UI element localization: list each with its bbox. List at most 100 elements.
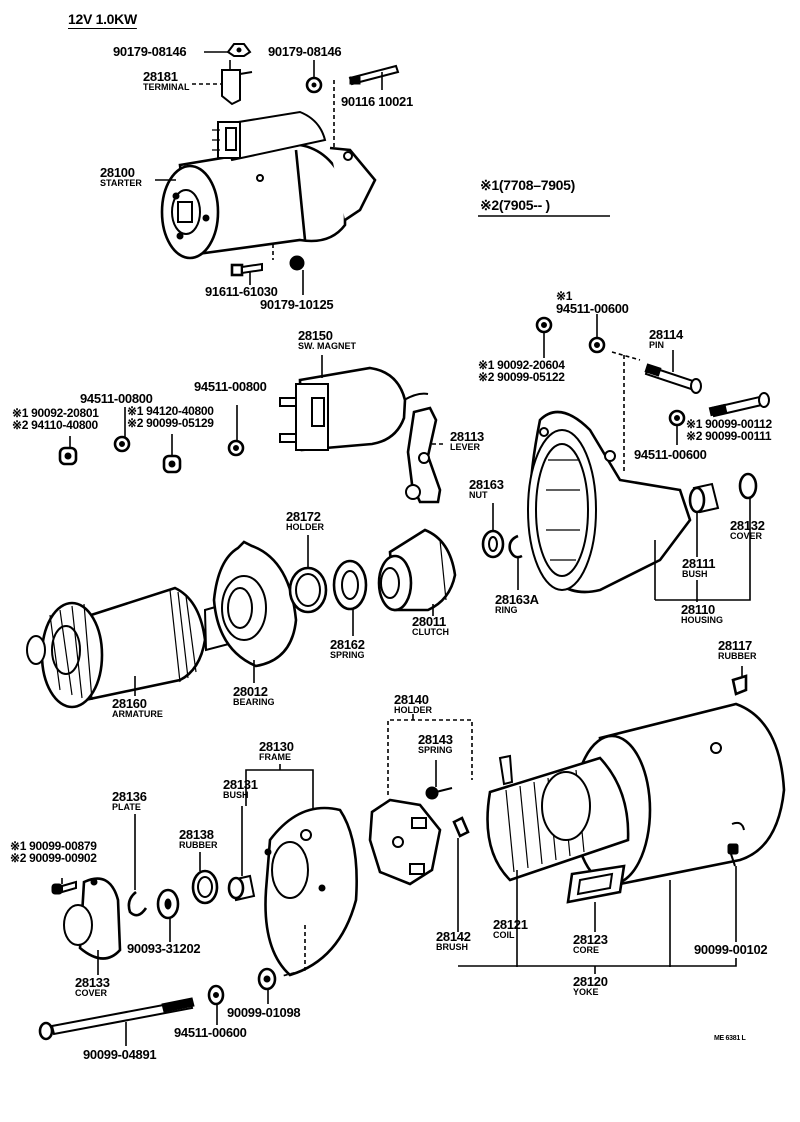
label-washer-top-1: ※1 94511-00600	[556, 290, 629, 315]
rubber-28117-name: RUBBER	[718, 651, 757, 661]
bush-28111-drawing	[688, 482, 720, 514]
bearing-drawing	[212, 540, 298, 668]
label-bush-28131: 28131 BUSH	[223, 778, 258, 800]
label-frame: 28130 FRAME	[259, 740, 294, 762]
label-cover-28132: 28132 COVER	[730, 519, 765, 541]
bush-28111-number: 28111	[682, 556, 716, 571]
coil-name: COIL	[493, 930, 515, 940]
washer-94511-bottom-drawing	[207, 984, 225, 1006]
label-bearing: 28012 BEARING	[233, 685, 275, 707]
legend-row-1: ※1(7708–7905)	[480, 178, 575, 192]
label-yoke: 28120 YOKE	[573, 975, 608, 997]
nut-mid-left-drawing	[162, 454, 182, 474]
spring-28162-drawing	[332, 559, 368, 611]
label-core: 28123 CORE	[573, 933, 608, 955]
label-bolt-bottom: 91611-61030	[205, 284, 278, 299]
coil-drawing	[486, 754, 630, 882]
armature-name: ARMATURE	[112, 709, 163, 719]
rubber-28138-drawing	[191, 869, 219, 905]
yoke-number: 28120	[573, 974, 608, 989]
holder-28172-drawing	[288, 566, 328, 614]
cover-28133-number: 28133	[75, 975, 110, 990]
holder-28172-name: HOLDER	[286, 522, 324, 532]
label-holder-28172: 28172 HOLDER	[286, 510, 324, 532]
nut-alt-b-line-1: ※1 90092-20801	[12, 406, 99, 420]
pin-drawing	[644, 363, 702, 394]
label-stud-bolt: 90116 10021	[341, 94, 413, 109]
cover-28132-drawing	[738, 472, 758, 500]
frame-drawing	[264, 806, 358, 977]
washer-90093-drawing	[156, 888, 180, 920]
nut-28163-drawing	[481, 529, 505, 559]
legend-row-2: ※2(7905-- )	[480, 198, 550, 212]
lever-name: LEVER	[450, 442, 481, 452]
washer-left-b-drawing	[227, 439, 245, 457]
washer-left-a-drawing	[113, 435, 131, 453]
label-washer-90099-bottom: 90099-01098	[227, 1005, 301, 1020]
holder-28140-name: HOLDER	[394, 705, 432, 715]
plate-number: 28136	[112, 789, 147, 804]
label-nut-alt-b: ※1 90092-20801 ※2 94110-40800	[12, 407, 99, 431]
label-lever: 28113 LEVER	[450, 430, 484, 452]
armature-drawing	[26, 586, 246, 709]
label-nut-alt-c: ※1 94120-40800 ※2 90099-05129	[127, 405, 214, 429]
rubber-28117-drawing	[731, 674, 748, 696]
washer-top-1-mark: ※1	[556, 289, 573, 303]
plate-name: PLATE	[112, 802, 141, 812]
spring-28143-name: SPRING	[418, 745, 453, 755]
legend-mark-2: ※2	[480, 197, 499, 213]
rubber-28138-number: 28138	[179, 827, 214, 842]
bush-28131-drawing	[227, 874, 256, 902]
label-plate: 28136 PLATE	[112, 790, 147, 812]
washer-right-drawing	[668, 409, 686, 427]
brush-number: 28142	[436, 929, 471, 944]
sw-magnet-drawing	[279, 366, 429, 452]
bolt-right-line-1: ※1 90099-00112	[686, 417, 772, 431]
housing-drawing	[527, 410, 692, 594]
label-washer-left-a: 94511-00800	[80, 391, 153, 406]
nut-bottom-drawing	[289, 255, 305, 271]
housing-number: 28110	[681, 602, 715, 617]
screw-yoke-drawing	[727, 843, 739, 867]
starter-number: 28100	[100, 165, 135, 180]
ring-number: 28163A	[495, 592, 539, 607]
label-washer-90093: 90093-31202	[127, 941, 201, 956]
label-screw-yoke: 90099-00102	[694, 942, 768, 957]
label-brush: 28142 BRUSH	[436, 930, 471, 952]
label-bush-28111: 28111 BUSH	[682, 556, 716, 579]
nut-top-left-drawing	[226, 43, 252, 57]
legend-range-1: (7708–7905)	[498, 177, 576, 193]
nut-far-left-drawing	[58, 446, 78, 466]
plate-drawing	[127, 890, 148, 917]
starter-name: STARTER	[100, 178, 142, 188]
nut-top-right-drawing	[305, 76, 323, 94]
label-armature: 28160 ARMATURE	[112, 697, 163, 719]
nut-alt-a-line-1: ※1 90092-20604	[478, 358, 565, 372]
bush-28111-name: BUSH	[682, 569, 708, 579]
diagram-title: 12V 1.0KW	[68, 11, 137, 27]
terminal-name: TERMINAL	[143, 82, 190, 92]
core-number: 28123	[573, 932, 608, 947]
label-screw-cover: ※1 90099-00879 ※2 90099-00902	[10, 840, 97, 864]
label-pin: 28114 PIN	[649, 328, 683, 350]
brush-28142-drawing	[452, 816, 470, 838]
washer-top-1-number: 94511-00600	[556, 301, 629, 316]
label-nut-top-left: 90179-08146	[113, 44, 187, 59]
screw-cover-line-1: ※1 90099-00879	[10, 839, 97, 853]
lever-number: 28113	[450, 429, 484, 444]
label-cover-28133: 28133 COVER	[75, 976, 110, 998]
cover-28132-name: COVER	[730, 531, 763, 541]
rubber-28138-name: RUBBER	[179, 840, 218, 850]
nut-alt-c-line-1: ※1 94120-40800	[127, 404, 214, 418]
housing-name: HOUSING	[681, 615, 724, 625]
stud-bolt-drawing	[348, 64, 400, 86]
drawing-code: ME 6381 L	[714, 1035, 746, 1042]
label-rubber-28117: 28117 RUBBER	[718, 639, 757, 661]
frame-number: 28130	[259, 739, 294, 754]
holder-28172-number: 28172	[286, 509, 321, 524]
brush-holder-drawing	[368, 798, 442, 886]
spring-28143-number: 28143	[418, 732, 453, 747]
nut-alt-b-line-2: ※2 94110-40800	[12, 418, 98, 432]
label-nut-top-right: 90179-08146	[268, 44, 342, 59]
